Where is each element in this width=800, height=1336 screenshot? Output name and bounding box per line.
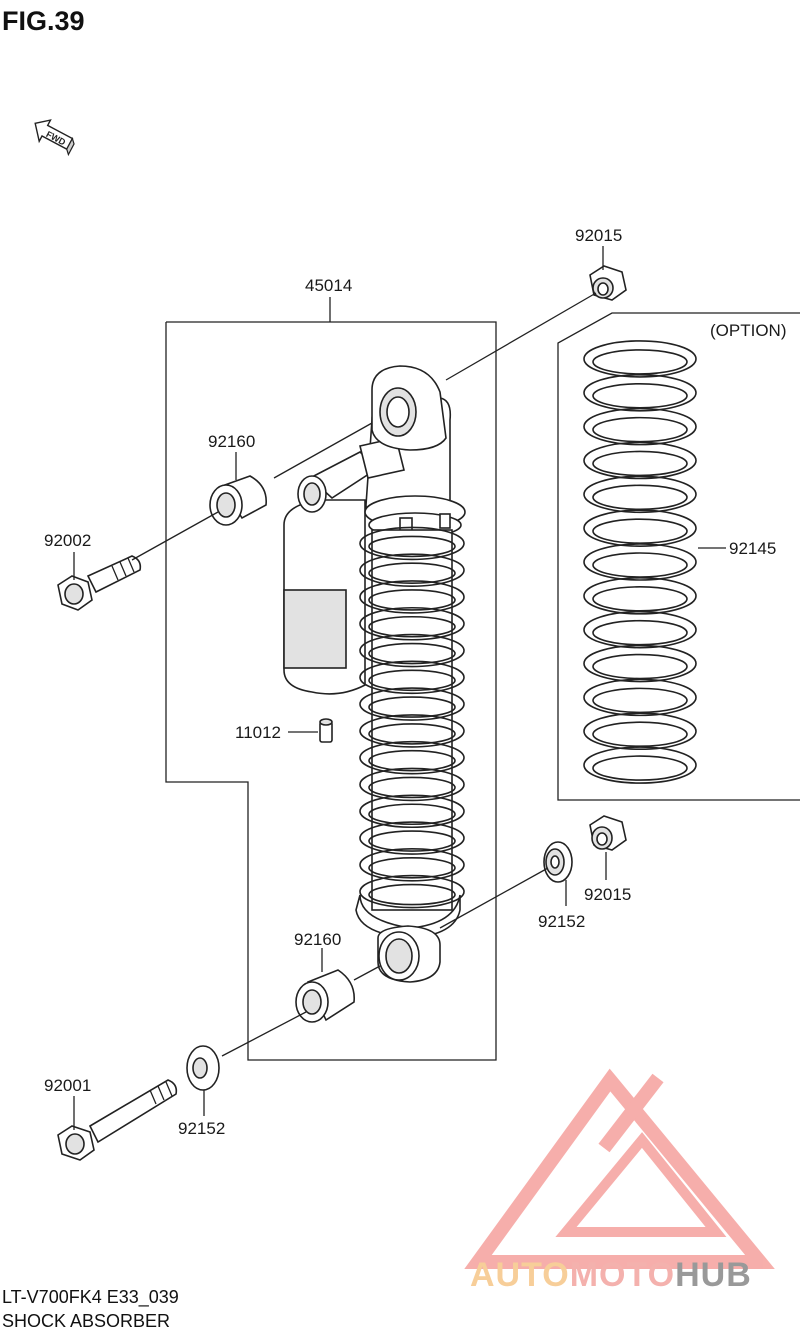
spring-coil-inner — [368, 535, 456, 558]
spring-coil — [583, 610, 697, 649]
spring-coil-inner — [368, 562, 456, 584]
option-spring-92145 — [583, 340, 697, 784]
label-92002: 92002 — [44, 531, 91, 550]
spring-coil-inner — [368, 723, 456, 745]
spring-coil — [583, 340, 697, 378]
figure-title: FIG.39 — [2, 6, 85, 36]
spring-coil — [359, 740, 465, 775]
spring-coil — [359, 526, 465, 561]
spring-coil-inner — [592, 382, 688, 409]
spring-coil — [359, 580, 465, 614]
svg-text:AUTOMOTOHUB: AUTOMOTOHUB — [470, 1256, 752, 1294]
spring-coil — [359, 687, 465, 721]
watermark-auto: AUTO — [470, 1256, 570, 1294]
spring-coil — [583, 509, 697, 547]
spring-coil — [583, 373, 697, 412]
spring-coil — [583, 678, 697, 717]
spring-coil — [359, 874, 465, 909]
spring-coil — [583, 441, 697, 480]
spring-coil — [359, 821, 465, 855]
spring-coil-inner — [368, 857, 456, 879]
model-code: LT-V700FK4 E33_039 — [2, 1287, 179, 1308]
fwd-arrow-icon: FWD — [34, 119, 75, 157]
spring-coil-inner — [592, 552, 688, 578]
spring-coil — [359, 633, 465, 668]
label-45014: 45014 — [305, 276, 352, 295]
spring-coil — [583, 644, 697, 683]
label-92145: 92145 — [729, 539, 776, 558]
spring-coil-inner — [368, 776, 456, 799]
spring-coil — [359, 767, 465, 802]
shock-absorber — [283, 365, 466, 983]
spring-coil-inner — [592, 484, 688, 511]
nut-92015-bottom — [589, 815, 627, 851]
spring-coil-inner — [592, 416, 688, 443]
spring-coil — [359, 714, 465, 748]
spring-coil-inner — [592, 518, 688, 544]
collar-92160-bottom — [295, 969, 355, 1023]
spring-coil — [359, 794, 465, 829]
spring-coil — [359, 553, 465, 587]
spring-coil-inner — [368, 642, 456, 665]
spring-coil — [359, 660, 465, 695]
spring-coil-inner — [592, 653, 688, 680]
watermark-moto: MOTO — [570, 1256, 675, 1294]
spring-coil-inner — [592, 687, 688, 714]
spring-coil-inner — [368, 615, 456, 638]
spring-coil-inner — [368, 669, 456, 692]
label-92152-right: 92152 — [538, 912, 585, 931]
spring-coil — [583, 746, 697, 784]
spring-coil-inner — [592, 755, 688, 781]
leader-lines — [73, 246, 726, 1130]
washer-92152-right — [543, 841, 573, 883]
spring-coil-inner — [592, 721, 688, 748]
automotohub-watermark: AUTOMOTOHUB — [464, 1068, 775, 1294]
option-label: (OPTION) — [710, 321, 787, 340]
spring-coil-inner — [592, 450, 688, 477]
washer-92152-left — [186, 1045, 220, 1091]
spring-coil-inner — [368, 830, 456, 852]
spring-coil-inner — [592, 619, 688, 646]
label-92160-top: 92160 — [208, 432, 255, 451]
label-92015-top: 92015 — [575, 226, 622, 245]
shock-spring — [359, 526, 465, 909]
spring-coil-inner — [368, 696, 456, 718]
spring-coil — [583, 475, 697, 514]
figure-caption: SHOCK ABSORBER — [2, 1311, 170, 1331]
label-92152-left: 92152 — [178, 1119, 225, 1138]
option-outline — [557, 312, 800, 801]
collar-92160-top — [209, 475, 267, 526]
spring-coil — [359, 606, 465, 641]
spring-coil-inner — [368, 749, 456, 772]
spring-coil — [583, 712, 697, 751]
label-92001: 92001 — [44, 1076, 91, 1095]
assembly-outline — [165, 321, 497, 1061]
spring-coil-inner — [368, 883, 456, 906]
spring-coil-inner — [592, 586, 688, 612]
spring-coil-inner — [368, 589, 456, 611]
watermark-hub: HUB — [675, 1256, 752, 1294]
spring-coil — [583, 577, 697, 615]
label-92015-bottom: 92015 — [584, 885, 631, 904]
spring-coil-inner — [368, 803, 456, 826]
valve-cap-11012 — [319, 718, 333, 743]
spring-coil — [583, 407, 697, 446]
spring-coil — [359, 848, 465, 882]
spring-coil-inner — [592, 349, 688, 375]
nut-92015-top — [589, 265, 627, 301]
spring-coil — [583, 543, 697, 581]
label-11012: 11012 — [235, 723, 281, 742]
bolt-92001 — [57, 1079, 178, 1161]
bolt-92002 — [57, 555, 142, 611]
label-92160-bottom: 92160 — [294, 930, 341, 949]
